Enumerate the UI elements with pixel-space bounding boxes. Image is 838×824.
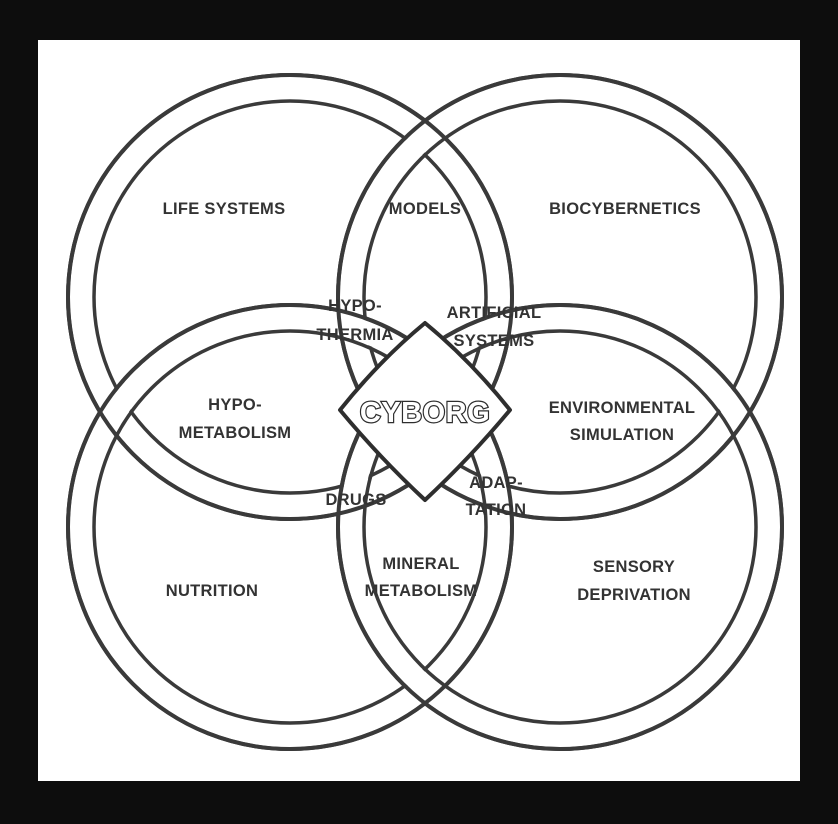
label-mineral-metabolism-line1: MINERAL bbox=[382, 555, 459, 573]
label-life-systems: LIFE SYSTEMS bbox=[163, 200, 286, 218]
circle-rims bbox=[66, 73, 784, 751]
circle-bottom-left-band bbox=[70, 307, 510, 747]
label-adaptation-line1: ADAP- bbox=[469, 474, 523, 492]
label-hypothermia-line1: HYPO- bbox=[328, 297, 382, 315]
label-adaptation-line2: TATION bbox=[466, 501, 527, 519]
circle-bottom-right-rim bbox=[336, 303, 784, 751]
label-cyborg: CYBORG bbox=[360, 397, 490, 429]
label-sensory-deprivation-line1: SENSORY bbox=[593, 558, 675, 576]
circle-top-left-inner bbox=[92, 99, 488, 495]
label-hypometabolism-line1: HYPO- bbox=[208, 396, 262, 414]
label-artificial-systems-line1: ARTIFICIAL bbox=[447, 304, 542, 322]
circle-bands bbox=[70, 77, 780, 747]
circle-bottom-right-band bbox=[340, 307, 780, 747]
circle-top-left-rim bbox=[66, 73, 514, 521]
circle-top-right-rim bbox=[336, 73, 784, 521]
label-environmental-simulation-line1: ENVIRONMENTAL bbox=[549, 399, 696, 417]
circle-bottom-left-inner bbox=[92, 329, 488, 725]
label-sensory-deprivation-line2: DEPRIVATION bbox=[577, 586, 691, 604]
circle-top-right-inner bbox=[362, 99, 758, 495]
circle-bottom-right-inner bbox=[362, 329, 758, 725]
label-biocybernetics: BIOCYBERNETICS bbox=[549, 200, 701, 218]
label-drugs: DRUGS bbox=[325, 491, 386, 509]
center-diamond bbox=[338, 321, 512, 502]
label-artificial-systems-line2: SYSTEMS bbox=[454, 332, 535, 350]
label-environmental-simulation-line2: SIMULATION bbox=[570, 426, 674, 444]
label-nutrition: NUTRITION bbox=[166, 582, 259, 600]
circle-top-right-band bbox=[340, 77, 780, 517]
circle-top-left-band bbox=[70, 77, 510, 517]
circle-bottom-left-rim bbox=[66, 303, 514, 751]
label-models: MODELS bbox=[389, 200, 461, 218]
label-mineral-metabolism-line2: METABOLISM bbox=[365, 582, 478, 600]
label-hypometabolism-line2: METABOLISM bbox=[179, 424, 292, 442]
label-hypothermia-line2: THERMIA bbox=[316, 326, 393, 344]
